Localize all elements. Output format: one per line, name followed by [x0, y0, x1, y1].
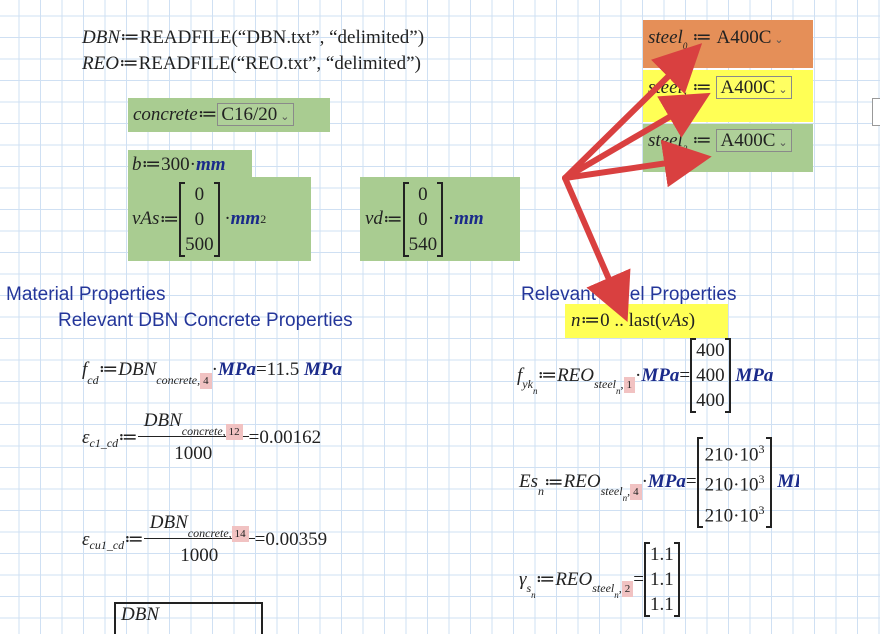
- partial-expr[interactable]: DBN: [114, 602, 263, 634]
- vas-matrix: 0 0 500: [179, 181, 220, 257]
- chevron-down-icon: ⌄: [774, 34, 784, 46]
- arrow-to-steel-2: [562, 139, 712, 188]
- heading-dbn-concrete-properties: Relevant DBN Concrete Properties: [58, 310, 353, 331]
- concrete-region[interactable]: concrete≔C16/20⌄: [128, 98, 330, 132]
- b-region[interactable]: b≔300·mm: [128, 150, 252, 178]
- dbn-var: DBN: [82, 27, 120, 48]
- reo-readfile-expr[interactable]: REO≔READFILE(“REO.txt”, “delimited”): [82, 53, 421, 74]
- heading-material-properties: Material Properties: [6, 284, 166, 305]
- steel-0-dropdown[interactable]: A400C⌄: [716, 27, 784, 48]
- chevron-down-icon: ⌄: [778, 137, 788, 149]
- concrete-dropdown[interactable]: C16/20⌄: [217, 103, 294, 126]
- fcd-expr[interactable]: fcd≔DBNconcrete,4·MPa=11.5 MPa: [82, 359, 342, 389]
- arrow-to-steel-0: [562, 43, 703, 181]
- vd-matrix: 0 0 540: [402, 181, 444, 257]
- readfile-fn: READFILE: [139, 27, 232, 48]
- arrow-to-steel-1: [562, 92, 711, 181]
- steel-1-dropdown[interactable]: A400C⌄: [716, 76, 792, 99]
- readfile-fn: READFILE: [138, 53, 231, 74]
- chevron-down-icon: ⌄: [280, 111, 290, 123]
- reo-var: REO: [82, 53, 119, 74]
- arrow-to-n-range: [562, 175, 631, 323]
- vd-region[interactable]: vd≔ 0 0 540 ·mm: [360, 177, 520, 261]
- chevron-down-icon: ⌄: [778, 84, 788, 96]
- edge-region-stub: [872, 98, 880, 126]
- steel-2-dropdown[interactable]: A400C⌄: [716, 129, 792, 152]
- dbn-readfile-expr[interactable]: DBN≔READFILE(“DBN.txt”, “delimited”): [82, 27, 425, 48]
